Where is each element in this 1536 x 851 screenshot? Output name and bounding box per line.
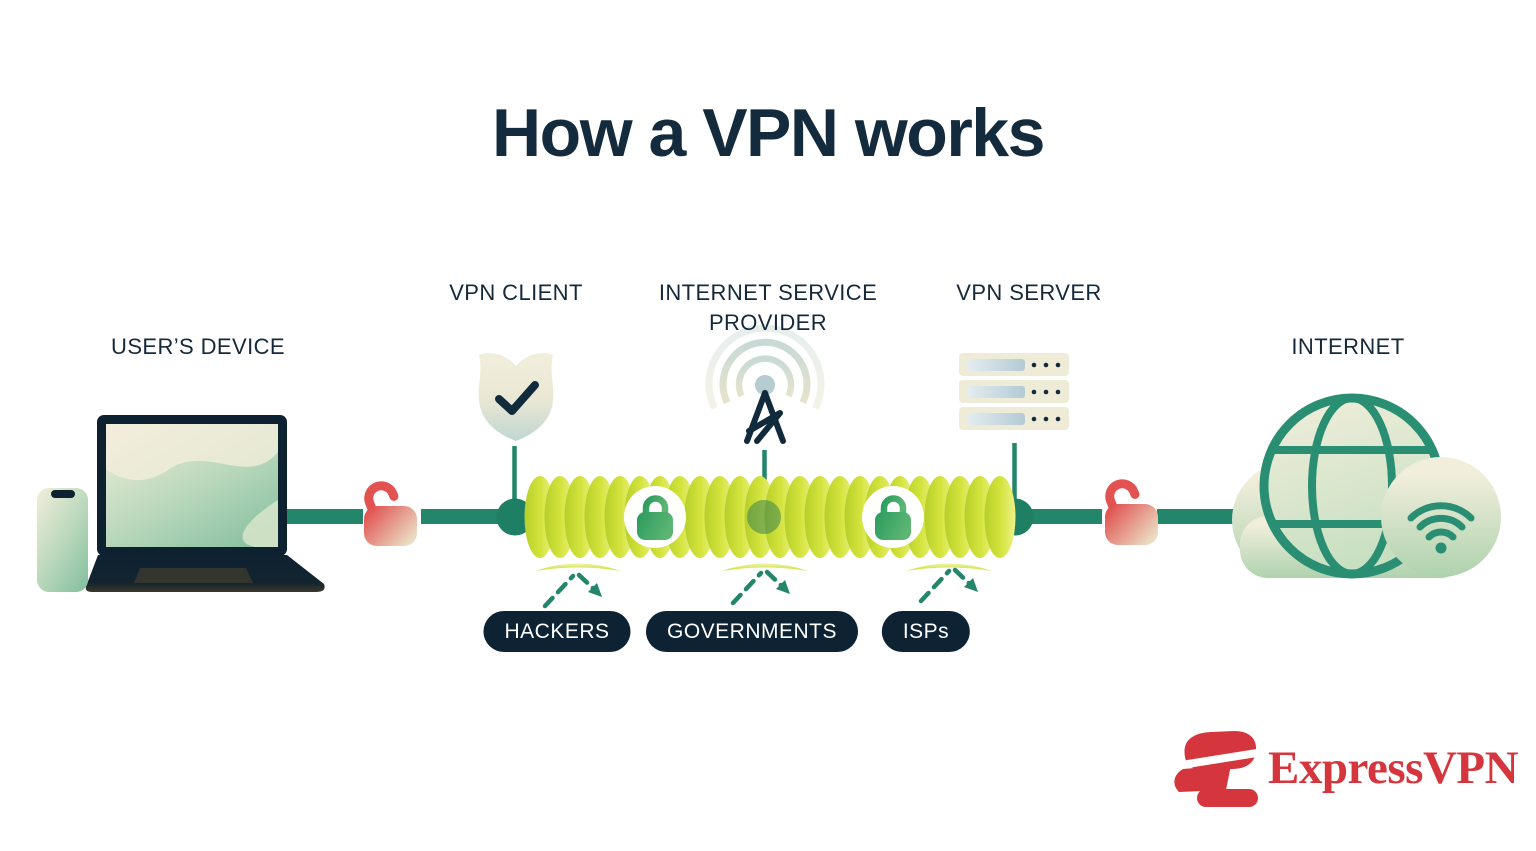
pipe-segment bbox=[1016, 509, 1102, 524]
tunnel-node-isp-overlay bbox=[747, 500, 781, 534]
pipe-segment bbox=[286, 509, 363, 524]
threat-badge-isps: ISPs bbox=[881, 611, 971, 652]
label-vpn-server: VPN SERVER bbox=[956, 280, 1102, 305]
tunnel-coil bbox=[984, 476, 1016, 558]
laptop-icon bbox=[85, 415, 325, 592]
page-title: How a VPN works bbox=[492, 95, 1045, 171]
deflect-arc bbox=[722, 563, 808, 571]
deflect-arrows bbox=[542, 567, 978, 609]
pipe-segment bbox=[421, 509, 517, 524]
closed-padlock-icon bbox=[862, 486, 924, 548]
threat-badge-hackers: HACKERS bbox=[483, 611, 631, 652]
pipe-segment bbox=[1157, 509, 1242, 524]
brand-wordmark: ExpressVPN bbox=[1268, 742, 1519, 794]
closed-padlock-icon bbox=[624, 486, 686, 548]
server-unit bbox=[959, 407, 1069, 430]
open-padlock-icon bbox=[364, 481, 417, 546]
label-user-device: USER’S DEVICE bbox=[111, 334, 285, 359]
server-unit bbox=[959, 380, 1069, 403]
server-unit bbox=[959, 353, 1069, 376]
deflect-arrow-icon bbox=[918, 567, 978, 604]
deflect-arc bbox=[906, 563, 992, 571]
deflection-arcs bbox=[535, 563, 992, 571]
server-stack-icon bbox=[959, 353, 1069, 430]
expressvpn-logo-icon bbox=[1174, 731, 1261, 807]
deflect-arrow-icon bbox=[730, 569, 790, 606]
open-padlock-icon bbox=[1105, 479, 1158, 545]
pipeline bbox=[286, 509, 1242, 524]
wifi-icon bbox=[1407, 502, 1475, 554]
label-vpn-client: VPN CLIENT bbox=[449, 280, 583, 305]
tunnel-node-client bbox=[496, 498, 534, 536]
shield-check-icon bbox=[478, 352, 554, 441]
deflect-arc bbox=[535, 563, 621, 571]
deflect-arrow-icon bbox=[542, 572, 602, 609]
radio-tower-icon bbox=[705, 324, 825, 444]
signal-waves-icon bbox=[705, 324, 825, 411]
label-internet: INTERNET bbox=[1291, 334, 1405, 359]
internet-cloud-icon bbox=[1232, 393, 1501, 579]
phone-icon bbox=[37, 488, 88, 592]
threat-badge-governments: GOVERNMENTS bbox=[645, 611, 859, 652]
label-isp: INTERNET SERVICE PROVIDER bbox=[658, 280, 878, 335]
check-icon bbox=[495, 381, 539, 415]
vpn-tunnel bbox=[496, 476, 1034, 558]
